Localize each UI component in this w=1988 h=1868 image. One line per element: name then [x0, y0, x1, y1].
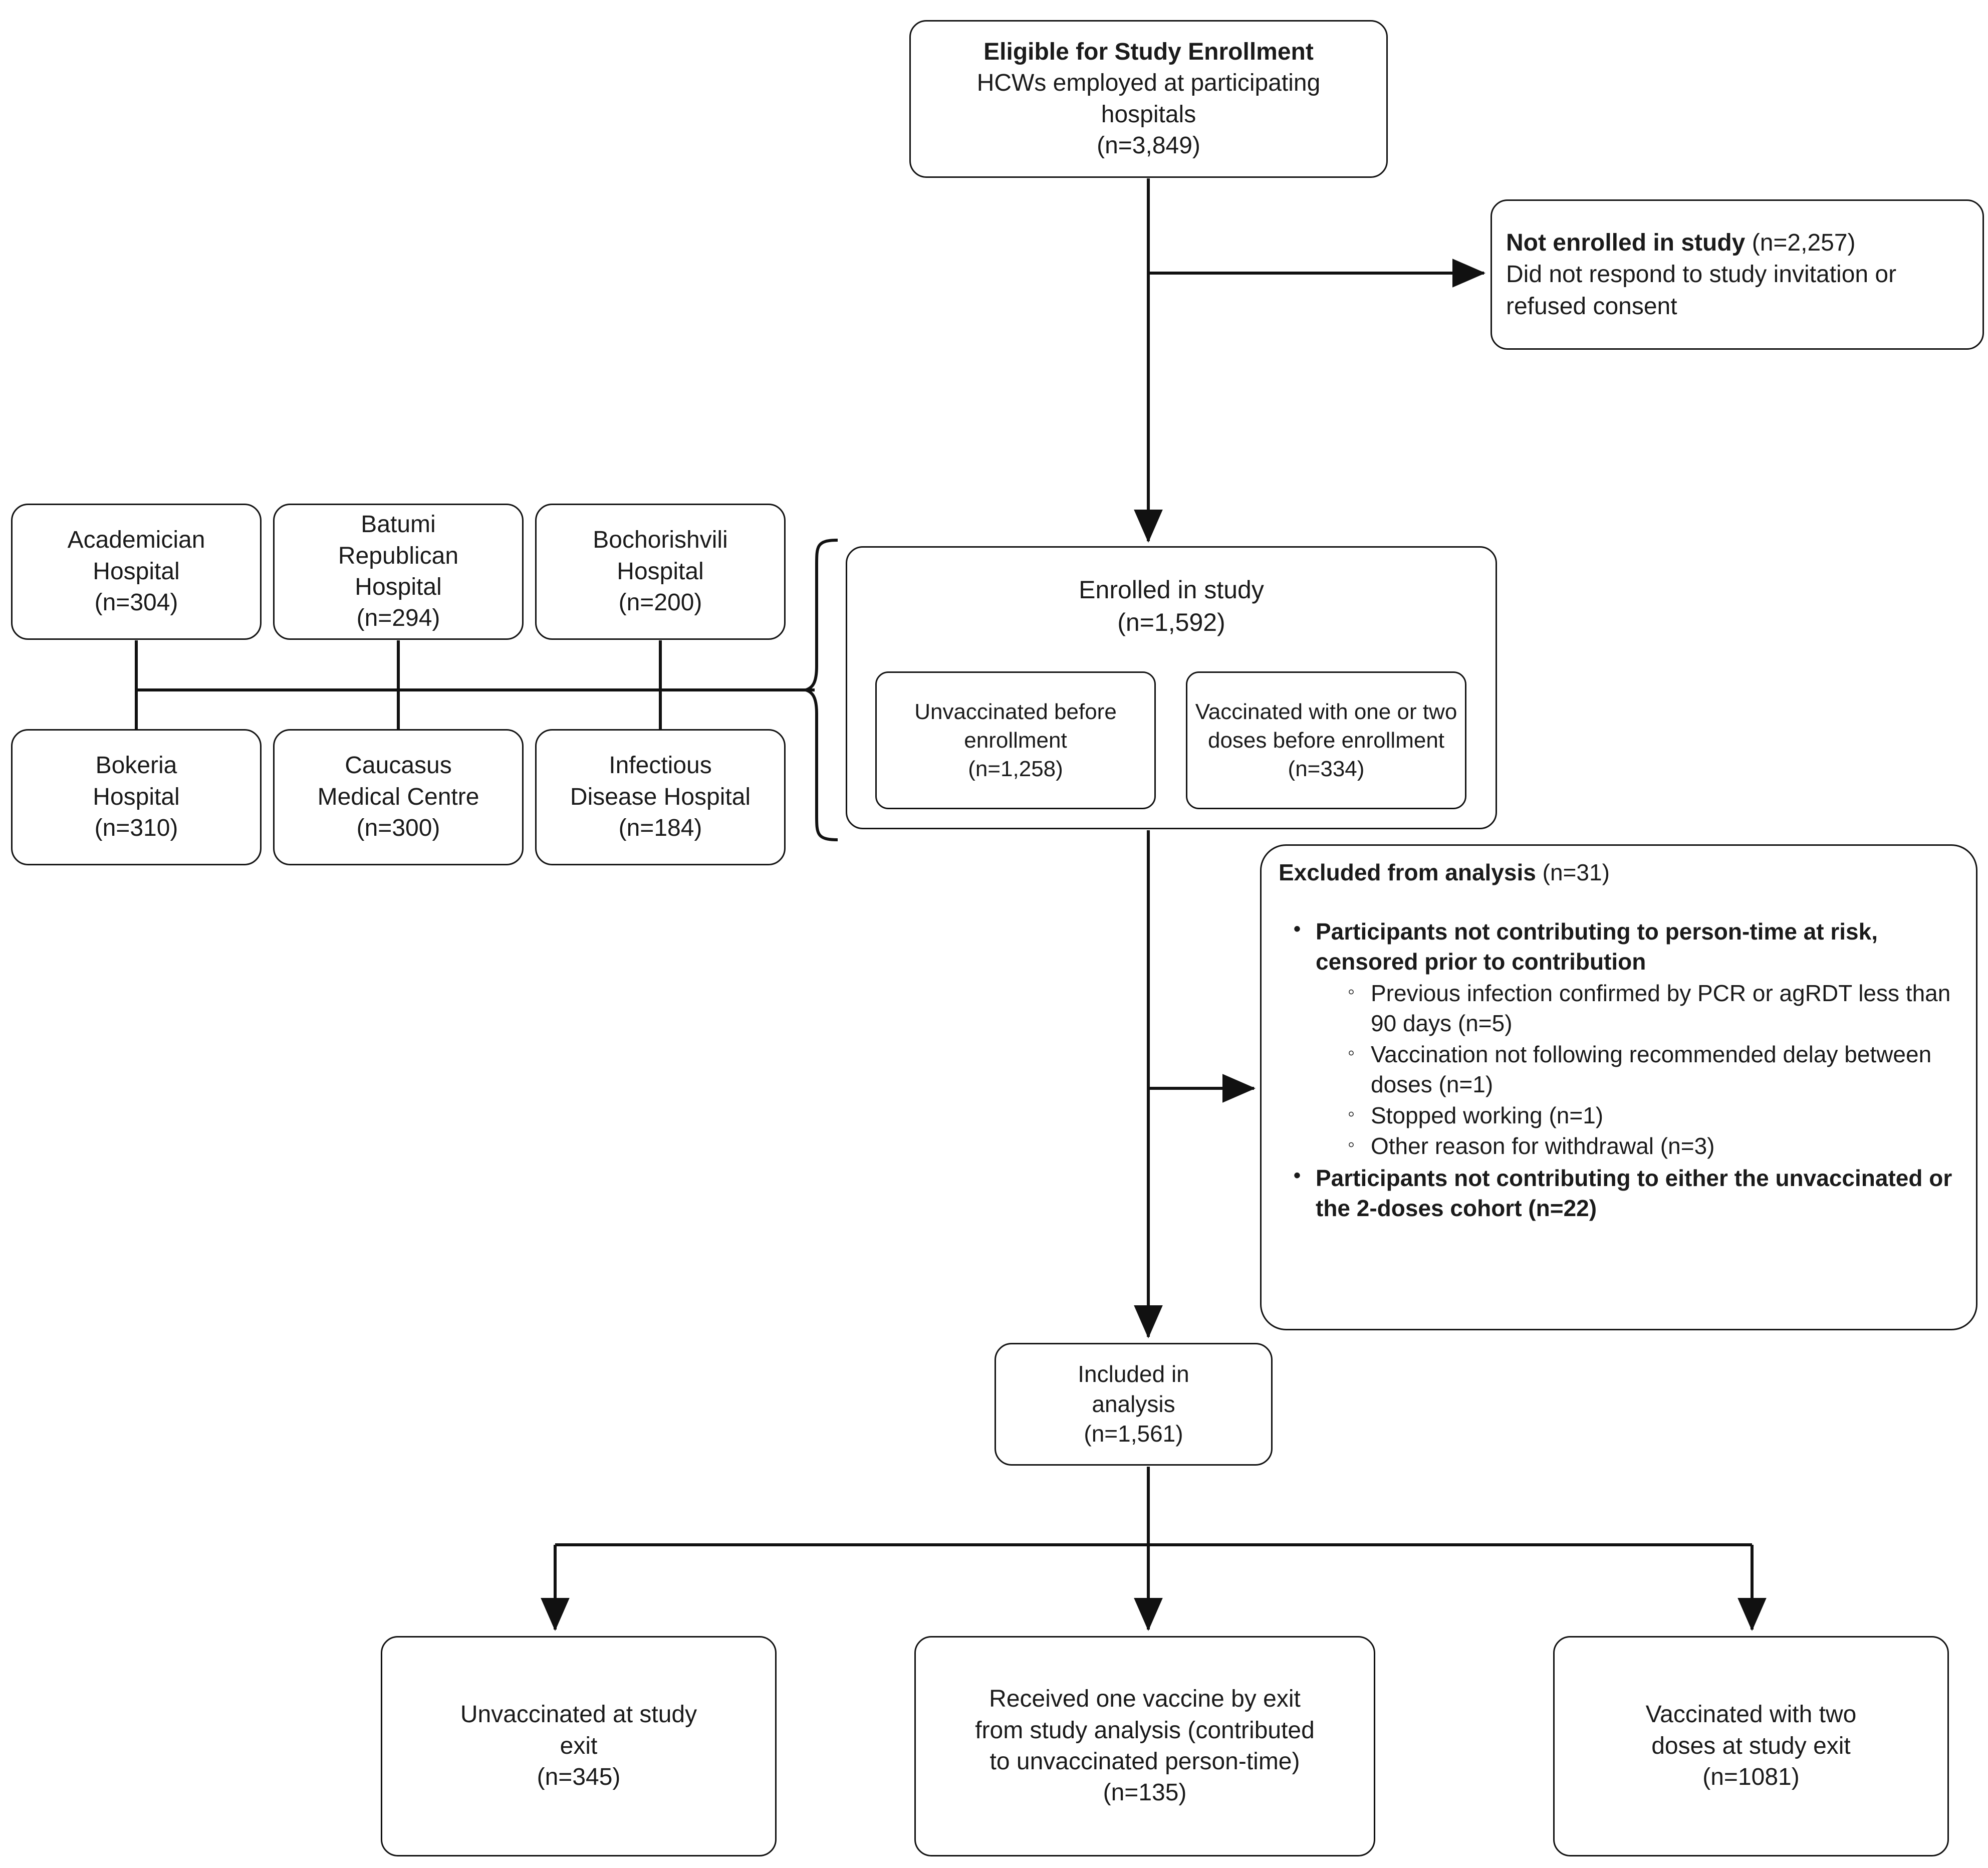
hospital-name: Academician Hospital: [67, 527, 205, 585]
eligible-title: Eligible for Study Enrollment: [983, 38, 1314, 65]
node-unvaccinated-at-study-exit: Unvaccinated at study exit (n=345): [381, 1636, 777, 1856]
excluded-subbullet: Vaccination not following recommended de…: [1316, 1040, 1962, 1100]
excluded-bullet-2-count: 22: [1563, 1195, 1589, 1221]
sub-count: (n=334): [1288, 757, 1365, 782]
excluded-count: (n=31): [1542, 859, 1610, 885]
node-hospital-academician: Academician Hospital (n=304): [11, 504, 262, 640]
node-hospital-batumi-republican: Batumi Republican Hospital (n=294): [273, 504, 524, 640]
hospital-name: Bokeria Hospital: [93, 752, 180, 810]
hospital-count: (n=300): [356, 815, 440, 842]
eligible-count: (n=3,849): [1097, 132, 1200, 159]
excluded-bullet-1-text: Participants not contributing to person-…: [1316, 918, 1878, 975]
node-hospital-bochorishvili: Bochorishvili Hospital (n=200): [535, 504, 786, 640]
not-enrolled-title: Not enrolled in study: [1506, 229, 1746, 256]
node-vaccinated-before-enrollment: Vaccinated with one or two doses before …: [1186, 671, 1466, 809]
outcome-label: Received one vaccine by exit from study …: [975, 1686, 1315, 1775]
excluded-bullet-2: Participants not contributing to either …: [1279, 1162, 1962, 1224]
included-count: (n=1,561): [1084, 1421, 1183, 1447]
node-eligible-for-study-enrollment: Eligible for Study Enrollment HCWs emplo…: [909, 20, 1388, 178]
hospital-count: (n=304): [94, 589, 178, 616]
outcome-label: Vaccinated with two doses at study exit: [1645, 1701, 1857, 1759]
hospital-count: (n=200): [618, 589, 702, 616]
hospital-count: (n=184): [618, 815, 702, 842]
node-not-enrolled-in-study: Not enrolled in study (n=2,257) Did not …: [1490, 199, 1984, 350]
outcome-count: (n=345): [537, 1764, 621, 1791]
excluded-bullet-list: Participants not contributing to person-…: [1279, 916, 1962, 1225]
node-unvaccinated-before-enrollment: Unvaccinated before enrollment (n=1,258): [875, 671, 1156, 809]
hospital-name: Infectious Disease Hospital: [570, 752, 751, 810]
included-title: Included in analysis: [1078, 1360, 1189, 1417]
node-hospital-caucasus-medical-centre: Caucasus Medical Centre (n=300): [273, 729, 524, 865]
hospital-name: Caucasus Medical Centre: [317, 752, 479, 810]
excluded-sub-list: Previous infection confirmed by PCR or a…: [1316, 979, 1962, 1161]
excluded-bullet-2-close: ): [1589, 1195, 1597, 1221]
enrolled-title: Enrolled in study: [1079, 576, 1264, 604]
not-enrolled-count: (n=2,257): [1752, 229, 1856, 256]
node-included-in-analysis: Included in analysis (n=1,561): [995, 1343, 1273, 1466]
not-enrolled-reason: Did not respond to study invitation or r…: [1506, 261, 1897, 320]
node-hospital-bokeria: Bokeria Hospital (n=310): [11, 729, 262, 865]
node-excluded-from-analysis: Excluded from analysis (n=31) Participan…: [1260, 844, 1977, 1330]
excluded-subbullet: Previous infection confirmed by PCR or a…: [1316, 979, 1962, 1039]
excluded-bullet-1: Participants not contributing to person-…: [1279, 916, 1962, 1161]
brace-hospitals-to-enrolled: [800, 539, 838, 841]
eligible-subtitle: HCWs employed at participating hospitals: [976, 70, 1321, 128]
hospital-count: (n=294): [356, 605, 440, 632]
sub-count: (n=1,258): [968, 757, 1063, 782]
node-received-one-vaccine-by-exit: Received one vaccine by exit from study …: [914, 1636, 1375, 1856]
sub-label: Vaccinated with one or two doses before …: [1195, 699, 1457, 753]
node-hospital-infectious-disease: Infectious Disease Hospital (n=184): [535, 729, 786, 865]
not-enrolled-headline: Not enrolled in study (n=2,257): [1506, 227, 1856, 259]
enrolled-count: (n=1,592): [1117, 608, 1225, 636]
excluded-bullet-2-text: Participants not contributing to either …: [1316, 1165, 1952, 1221]
hospital-name: Bochorishvili Hospital: [593, 527, 728, 585]
sub-label: Unvaccinated before enrollment: [914, 699, 1117, 753]
excluded-title: Excluded from analysis: [1279, 859, 1536, 885]
node-vaccinated-two-doses-at-study-exit: Vaccinated with two doses at study exit …: [1553, 1636, 1949, 1856]
excluded-subbullet: Stopped working (n=1): [1316, 1101, 1962, 1131]
excluded-headline: Excluded from analysis (n=31): [1279, 858, 1610, 888]
hospital-name: Batumi Republican Hospital: [338, 511, 459, 600]
outcome-count: (n=1081): [1702, 1764, 1800, 1791]
excluded-subbullet: Other reason for withdrawal (n=3): [1316, 1131, 1962, 1161]
hospital-count: (n=310): [94, 815, 178, 842]
outcome-label: Unvaccinated at study exit: [460, 1701, 697, 1759]
outcome-count: (n=135): [1103, 1779, 1187, 1806]
